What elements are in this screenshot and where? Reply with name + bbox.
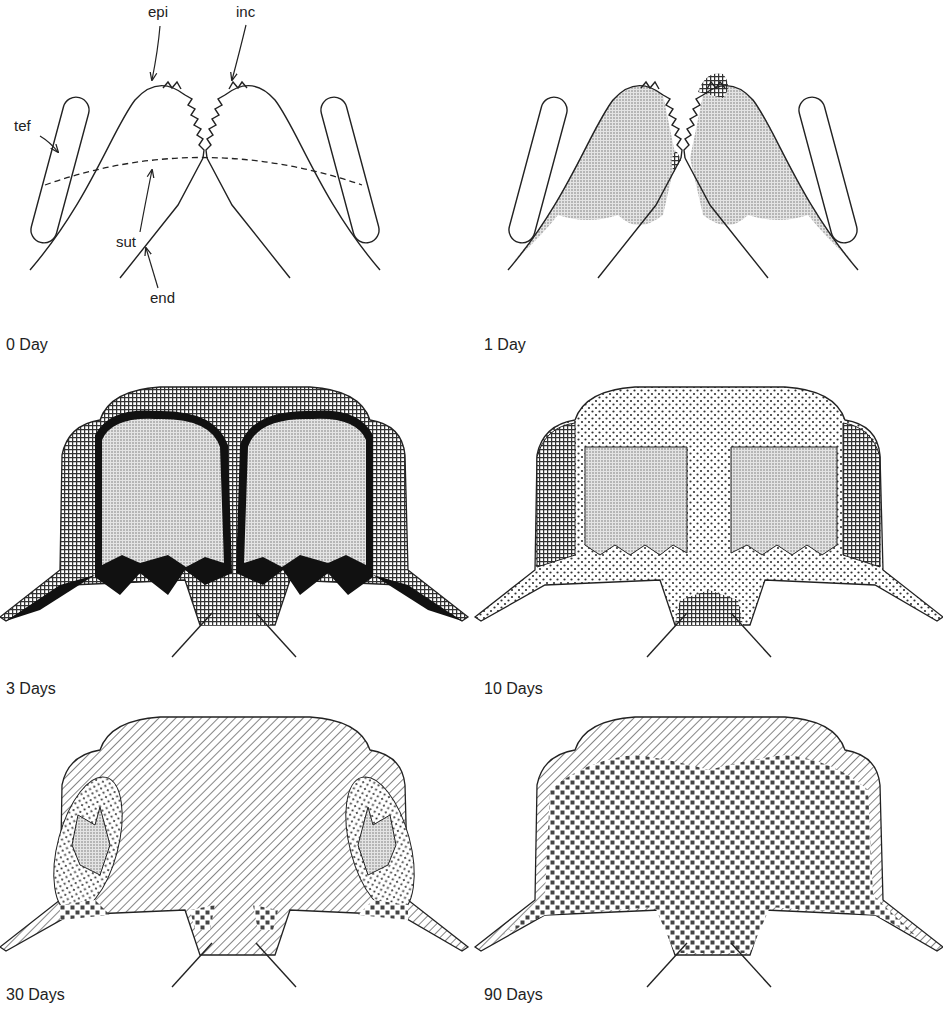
part-label: end — [150, 290, 175, 307]
panel-title: 90 Days — [484, 986, 543, 1004]
panel-0-day — [28, 25, 382, 288]
part-label: sut — [116, 234, 136, 251]
panel-title: 1 Day — [484, 336, 526, 354]
part-label: tef — [14, 118, 31, 135]
panel-10-days — [475, 387, 943, 657]
panel-3-days — [0, 387, 468, 657]
panel-title: 0 Day — [6, 336, 48, 354]
panel-1-day — [506, 73, 860, 278]
panel-title: 3 Days — [6, 680, 56, 698]
panel-30-days — [0, 717, 468, 987]
part-label: epi — [148, 4, 168, 21]
part-label: inc — [236, 4, 255, 21]
panel-90-days — [475, 717, 943, 987]
panel-title: 30 Days — [6, 986, 65, 1004]
panel-title: 10 Days — [484, 680, 543, 698]
